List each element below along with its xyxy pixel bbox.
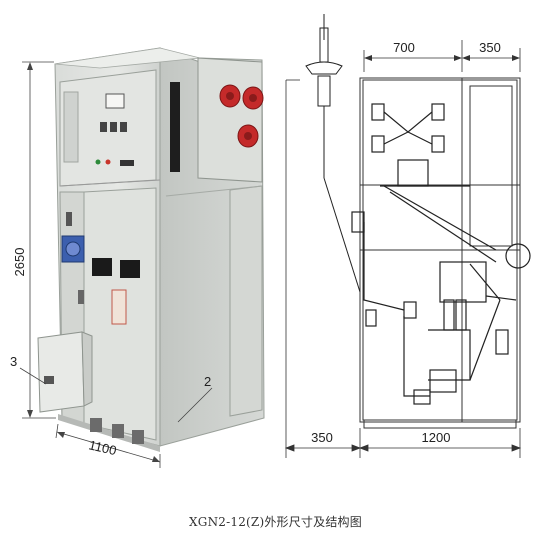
left-extension-lines xyxy=(284,79,522,458)
internal-busbars xyxy=(351,103,517,405)
detail-marker-icon xyxy=(505,243,531,269)
height-dim-label: 2650 xyxy=(12,248,27,277)
bottom-dim-left-label: 350 xyxy=(311,430,333,445)
height-dimension xyxy=(22,61,56,419)
incoming-insulator-icon xyxy=(305,14,361,293)
cabinet-photo xyxy=(37,47,265,452)
red-bushing-icon xyxy=(219,84,264,148)
depth-dimension xyxy=(55,423,161,468)
top-dimension-lines xyxy=(363,40,521,72)
callout-2-leader xyxy=(177,387,213,423)
callout-3-label: 3 xyxy=(10,354,17,369)
top-dim-front-label: 700 xyxy=(393,40,415,55)
cabinet-section-outline xyxy=(359,77,521,429)
figure-caption: XGN2-12(Z)外形尺寸及结构图 xyxy=(189,515,362,529)
callout-3-leader xyxy=(19,367,47,385)
callout-2-label: 2 xyxy=(204,374,211,389)
top-dim-rear-label: 350 xyxy=(479,40,501,55)
bottom-dim-body-label: 1200 xyxy=(422,430,451,445)
depth-dim-label: 1100 xyxy=(87,437,118,458)
